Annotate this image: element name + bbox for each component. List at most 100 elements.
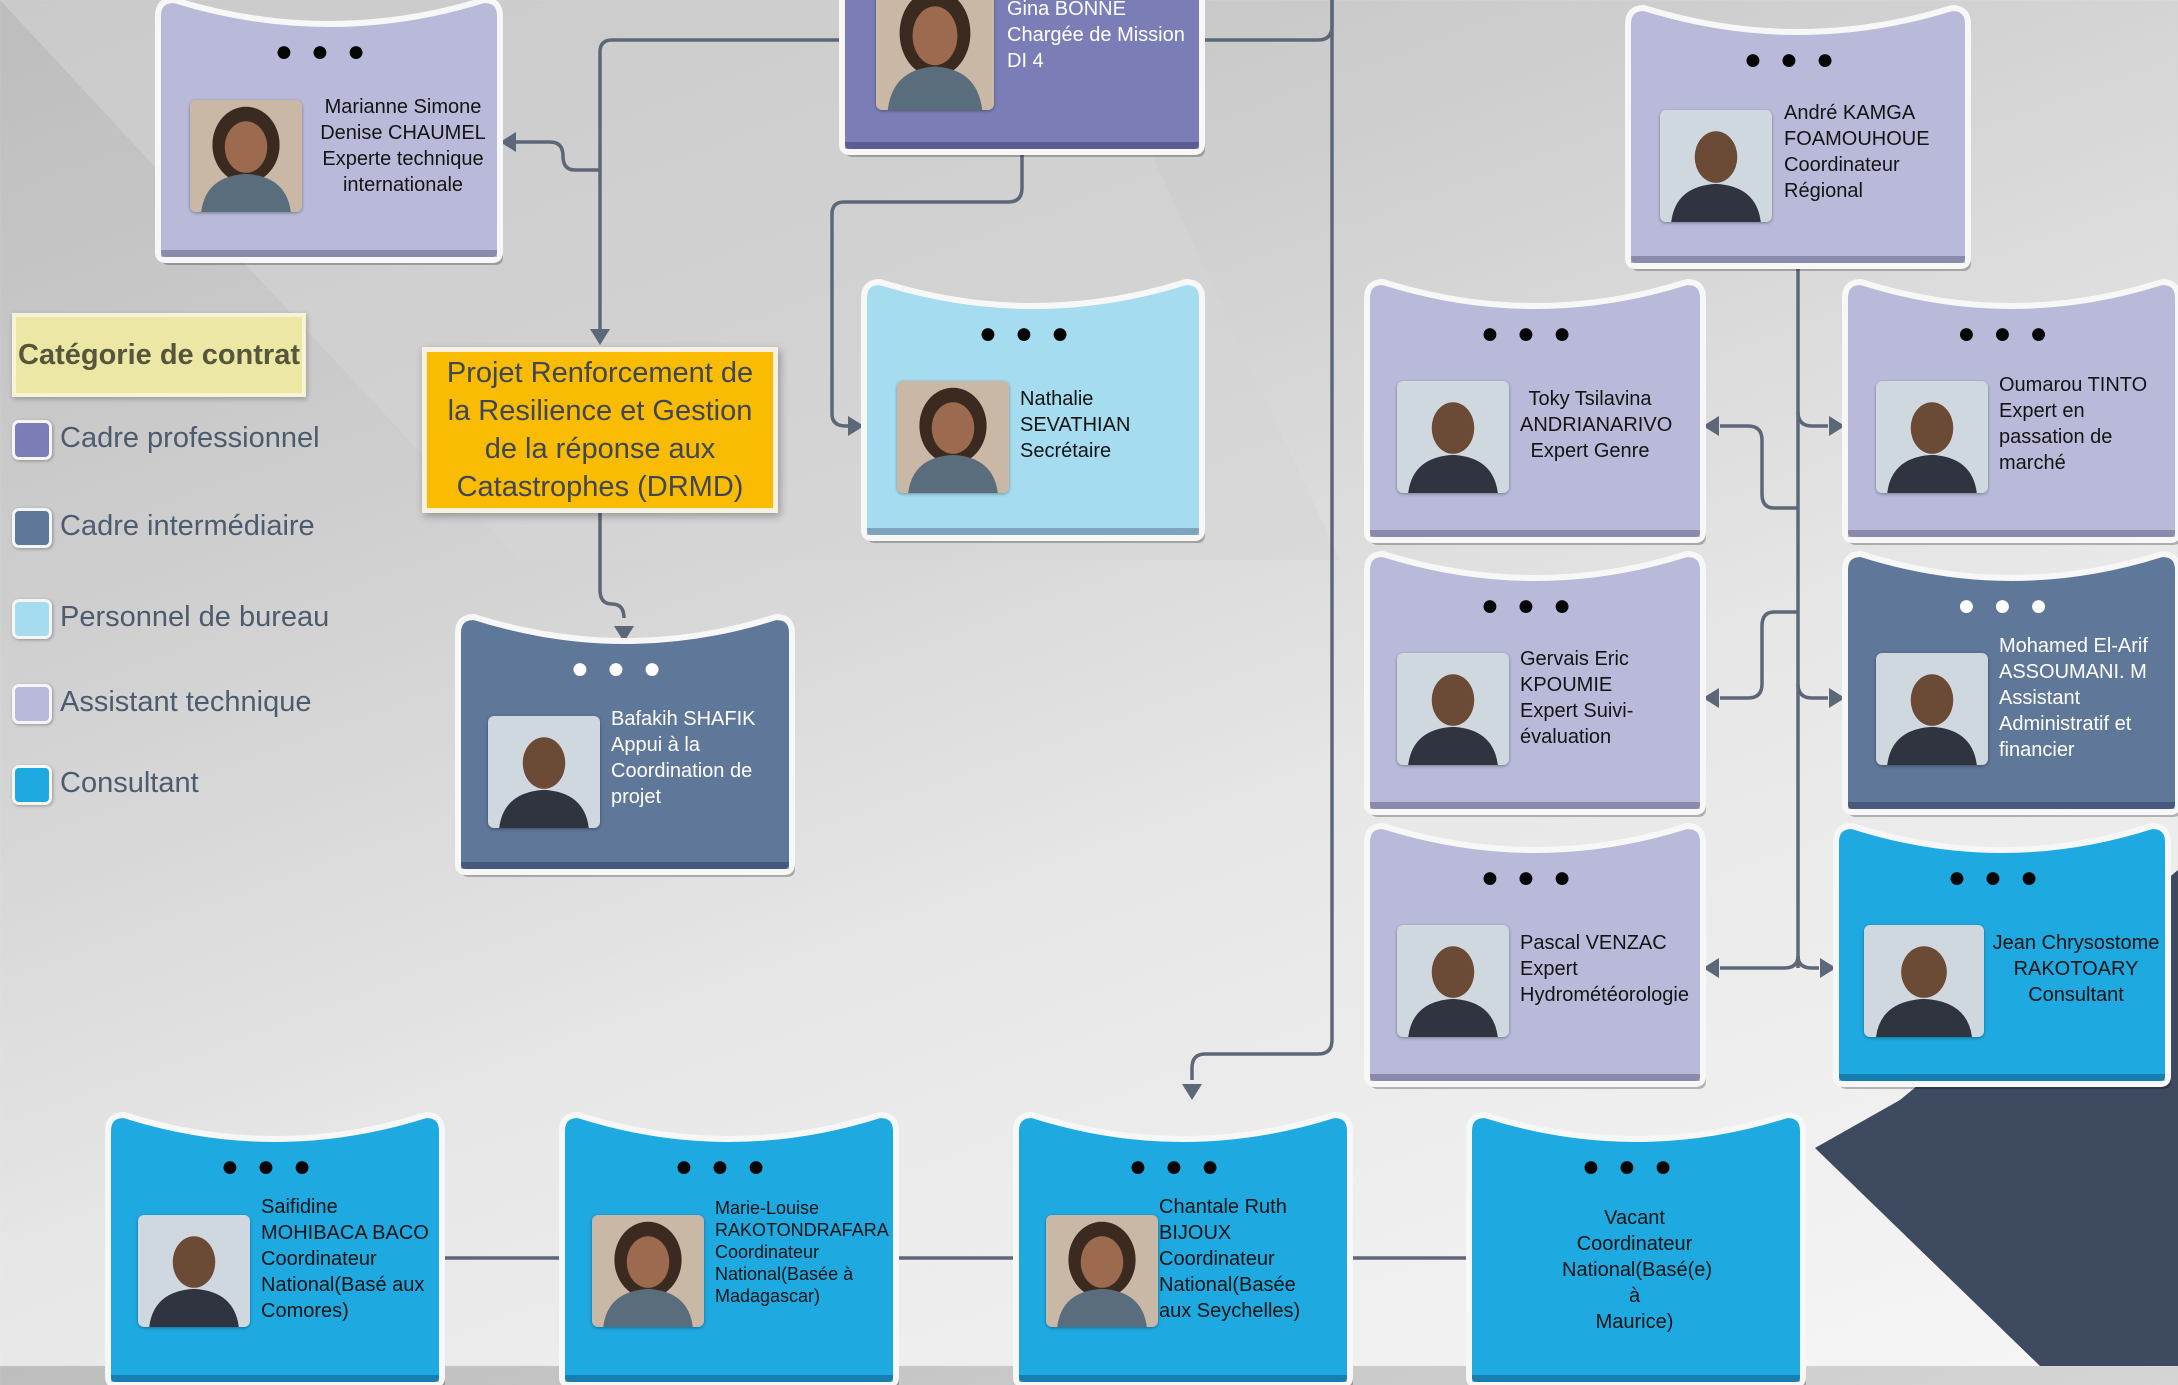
man-portrait-icon	[1864, 925, 1984, 1037]
portrait-drawing	[1397, 381, 1509, 493]
person-card-label: Marie-Louise RAKOTONDRAFARA Coordinateur…	[715, 1198, 889, 1306]
portrait-drawing	[190, 100, 302, 212]
more-options-icon[interactable]: ●●●	[1581, 1150, 1691, 1183]
connector-andre-gervais	[1720, 610, 1798, 700]
portrait-drawing	[1397, 653, 1509, 765]
card-bottom-shade	[1370, 802, 1700, 809]
arrow-right-icon	[848, 416, 864, 436]
more-options-icon[interactable]: ●●●	[1480, 317, 1590, 350]
arrow-down-icon	[614, 626, 634, 642]
arrow-left-icon	[1703, 958, 1719, 978]
person-card-label: Gina BONNE Chargée de Mission DI 4	[1007, 0, 1185, 72]
more-options-icon[interactable]: ●●●	[1947, 861, 2057, 894]
card-bottom-shade	[1631, 256, 1965, 263]
man-portrait-icon	[1397, 653, 1509, 765]
legend-label: Assistant technique	[60, 686, 312, 718]
arrow-down-icon	[1182, 1084, 1202, 1100]
more-options-icon[interactable]: ●●●	[1480, 589, 1590, 622]
more-options-icon[interactable]: ●●●	[674, 1150, 784, 1183]
portrait-drawing	[1397, 925, 1509, 1037]
card-bottom-shade	[161, 250, 497, 257]
more-options-icon[interactable]: ●●●	[1743, 43, 1853, 76]
legend-title: Catégorie de contrat	[12, 313, 306, 397]
man-portrait-icon	[1397, 381, 1509, 493]
person-card-label: Pascal VENZAC Expert Hydrométéorologie	[1520, 932, 1689, 1006]
connector-andre-mohamed	[1796, 683, 1828, 700]
more-options-icon[interactable]: ●●●	[274, 35, 384, 68]
legend-label: Cadre professionnel	[60, 422, 320, 454]
person-card-label: Oumarou TINTO Expert en passation de mar…	[1999, 374, 2148, 474]
portrait-drawing	[897, 381, 1009, 493]
connector-andre-pascal	[1720, 955, 1800, 970]
legend-label: Cadre intermédiaire	[60, 510, 315, 542]
more-options-icon[interactable]: ●●●	[978, 317, 1088, 350]
project-box[interactable]: Projet Renforcement de la Resilience et …	[422, 347, 778, 513]
card-bottom-shade	[461, 862, 789, 869]
legend-swatch	[12, 420, 52, 460]
person-card-label: Bafakih SHAFIK Appui à la Coordination d…	[611, 708, 756, 808]
portrait-drawing	[592, 1215, 704, 1327]
person-card-label: Chantale Ruth BIJOUX Coordinateur Nation…	[1159, 1196, 1301, 1322]
connector-gina-nathalie	[830, 152, 1024, 414]
legend-label: Personnel de bureau	[60, 601, 330, 633]
man-portrait-icon	[1660, 110, 1772, 222]
legend-label: Consultant	[60, 767, 199, 799]
arrow-right-icon	[1820, 958, 1836, 978]
person-card-label: Mohamed El-Arif ASSOUMANI. M Assistant A…	[1999, 635, 2148, 761]
legend-swatch	[12, 684, 52, 724]
arrow-left-icon	[1703, 416, 1719, 436]
more-options-icon[interactable]: ●●●	[220, 1150, 330, 1183]
person-card-label: Saifidine MOHIBACA BACO Coordinateur Nat…	[261, 1196, 429, 1322]
card-bottom-shade	[1848, 530, 2175, 537]
portrait-drawing	[488, 716, 600, 828]
card-bottom-shade	[1472, 1375, 1800, 1382]
connector-gina-coordinators	[1190, 0, 1334, 1080]
more-options-icon[interactable]: ●●●	[1480, 861, 1590, 894]
man-portrait-icon	[138, 1215, 250, 1327]
portrait-drawing	[1864, 925, 1984, 1037]
card-bottom-shade	[111, 1375, 439, 1382]
arrow-right-icon	[1829, 416, 1845, 436]
portrait-drawing	[138, 1215, 250, 1327]
man-portrait-icon	[1876, 653, 1988, 765]
portrait-drawing	[1660, 110, 1772, 222]
person-card-label: Toky Tsilavina ANDRIANARIVO Expert Genre	[1520, 388, 1673, 462]
woman-portrait-icon	[190, 100, 302, 212]
connector-to-marianne	[515, 140, 600, 172]
legend-swatch	[12, 508, 52, 548]
man-portrait-icon	[1876, 381, 1988, 493]
arrow-left-icon	[1703, 688, 1719, 708]
card-bottom-shade	[1370, 530, 1700, 537]
more-options-icon[interactable]: ●●●	[570, 652, 680, 685]
woman-portrait-icon	[897, 381, 1009, 493]
connector-andre-oumarou	[1796, 411, 1828, 428]
arrow-down-icon	[590, 329, 610, 345]
arrow-left-icon	[500, 132, 516, 152]
woman-portrait-icon	[876, 0, 994, 110]
man-portrait-icon	[488, 716, 600, 828]
portrait-drawing	[1876, 381, 1988, 493]
connector-nathalie-end	[830, 413, 850, 428]
man-portrait-icon	[1397, 925, 1509, 1037]
card-bottom-shade	[845, 142, 1199, 149]
card-bottom-shade	[1848, 802, 2175, 809]
portrait-drawing	[876, 0, 994, 110]
arrow-right-icon	[1829, 688, 1845, 708]
person-card-label: Marianne Simone Denise CHAUMEL Experte t…	[320, 96, 486, 196]
person-card-label: Jean Chrysostome RAKOTOARY Consultant	[1992, 932, 2160, 1006]
person-card-label: Nathalie SEVATHIAN Secrétaire	[1020, 388, 1131, 462]
person-card-label: Vacant Coordinateur National(Basé(e) à M…	[1562, 1207, 1713, 1333]
person-card-label: Gervais Eric KPOUMIE Expert Suivi- évalu…	[1520, 648, 1634, 748]
card-bottom-shade	[1370, 1074, 1700, 1081]
connector-andre-jean	[1796, 955, 1819, 970]
portrait-drawing	[1046, 1215, 1158, 1327]
more-options-icon[interactable]: ●●●	[1957, 589, 2066, 622]
more-options-icon[interactable]: ●●●	[1128, 1150, 1238, 1183]
person-card-label: André KAMGA FOAMOUHOUE Coordinateur Régi…	[1784, 102, 1930, 202]
woman-portrait-icon	[1046, 1215, 1158, 1327]
card-bottom-shade	[1839, 1074, 2165, 1081]
more-options-icon[interactable]: ●●●	[1957, 317, 2066, 350]
card-bottom-shade	[867, 528, 1199, 535]
